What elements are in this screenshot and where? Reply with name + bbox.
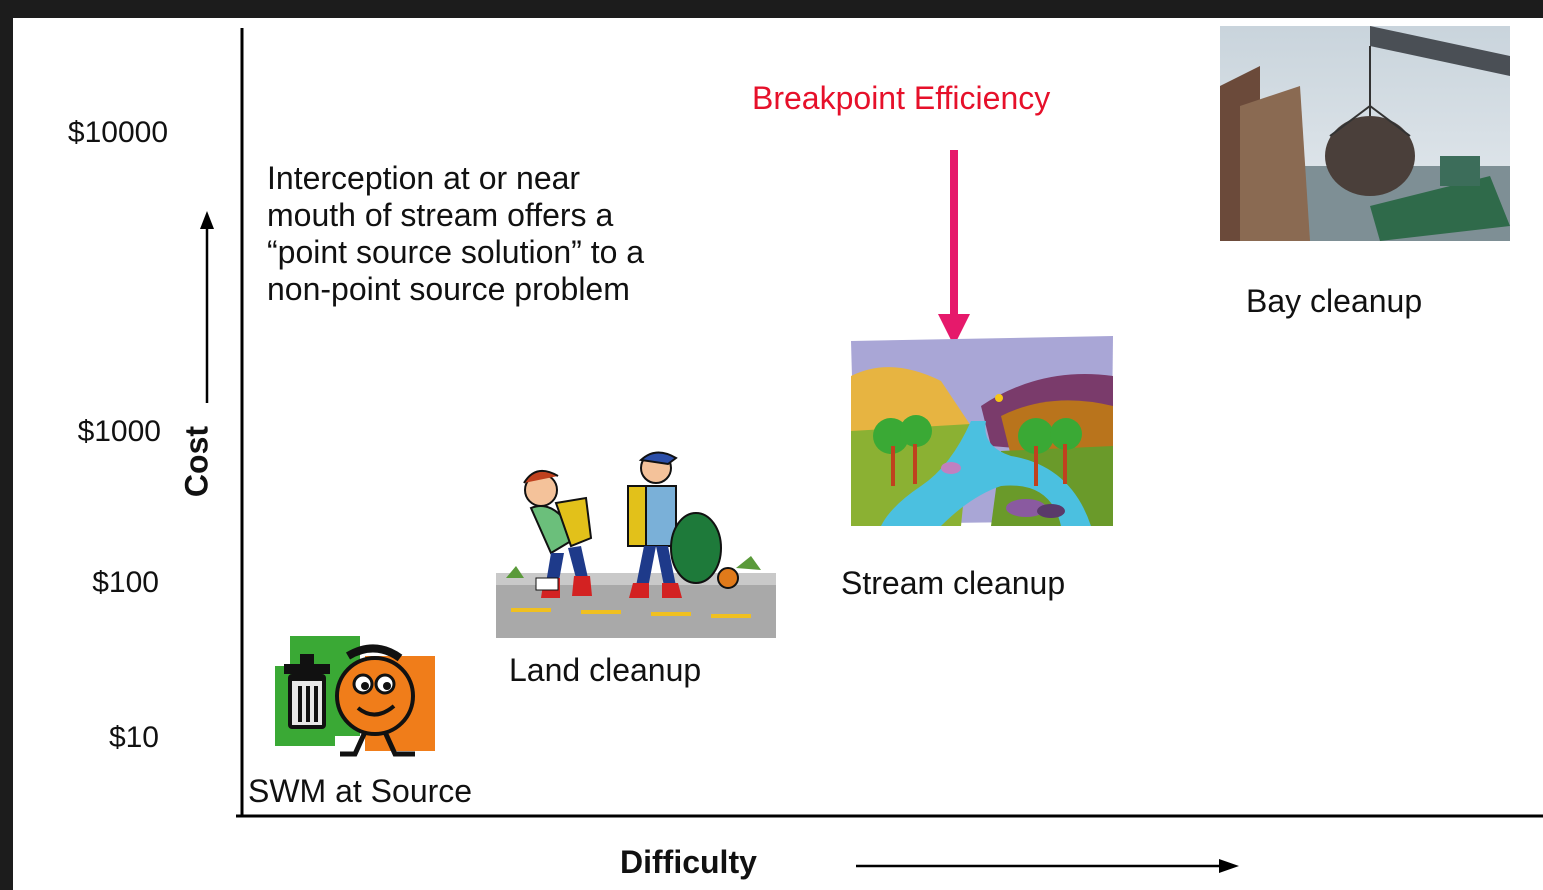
bay-label: Bay cleanup: [1246, 283, 1423, 319]
note-line: non-point source problem: [267, 271, 630, 307]
y-tick-1000: $1000: [77, 415, 161, 448]
interception-note: Interception at or near mouth of stream …: [267, 160, 767, 308]
axes: [200, 28, 1543, 873]
trash-can-mascot-icon: [275, 636, 435, 757]
x-axis-arrow-icon: [856, 859, 1239, 873]
x-axis-title: Difficulty: [620, 844, 757, 880]
stream-landscape-illustration: [851, 336, 1113, 526]
y-tick-100: $100: [92, 566, 159, 599]
y-tick-10000: $10000: [67, 116, 168, 149]
land-label: Land cleanup: [509, 652, 702, 688]
people-picking-litter-illustration: [496, 451, 776, 638]
note-line: Interception at or near: [267, 160, 581, 196]
breakpoint-label: Breakpoint Efficiency: [752, 80, 1051, 116]
stream-label: Stream cleanup: [841, 565, 1066, 601]
note-line: “point source solution” to a: [267, 234, 645, 270]
swm-label: SWM at Source: [248, 773, 473, 809]
breakpoint-arrow-icon: [938, 150, 970, 346]
y-axis-title: Cost: [178, 425, 215, 498]
y-axis-arrow-icon: [200, 211, 214, 403]
crane-lifting-net-photo: [1220, 26, 1510, 241]
note-line: mouth of stream offers a: [267, 197, 614, 233]
y-tick-10: $10: [108, 721, 159, 754]
diagram-canvas: $10000 $1000 $100 $10 Cost Difficulty In…: [13, 18, 1543, 890]
